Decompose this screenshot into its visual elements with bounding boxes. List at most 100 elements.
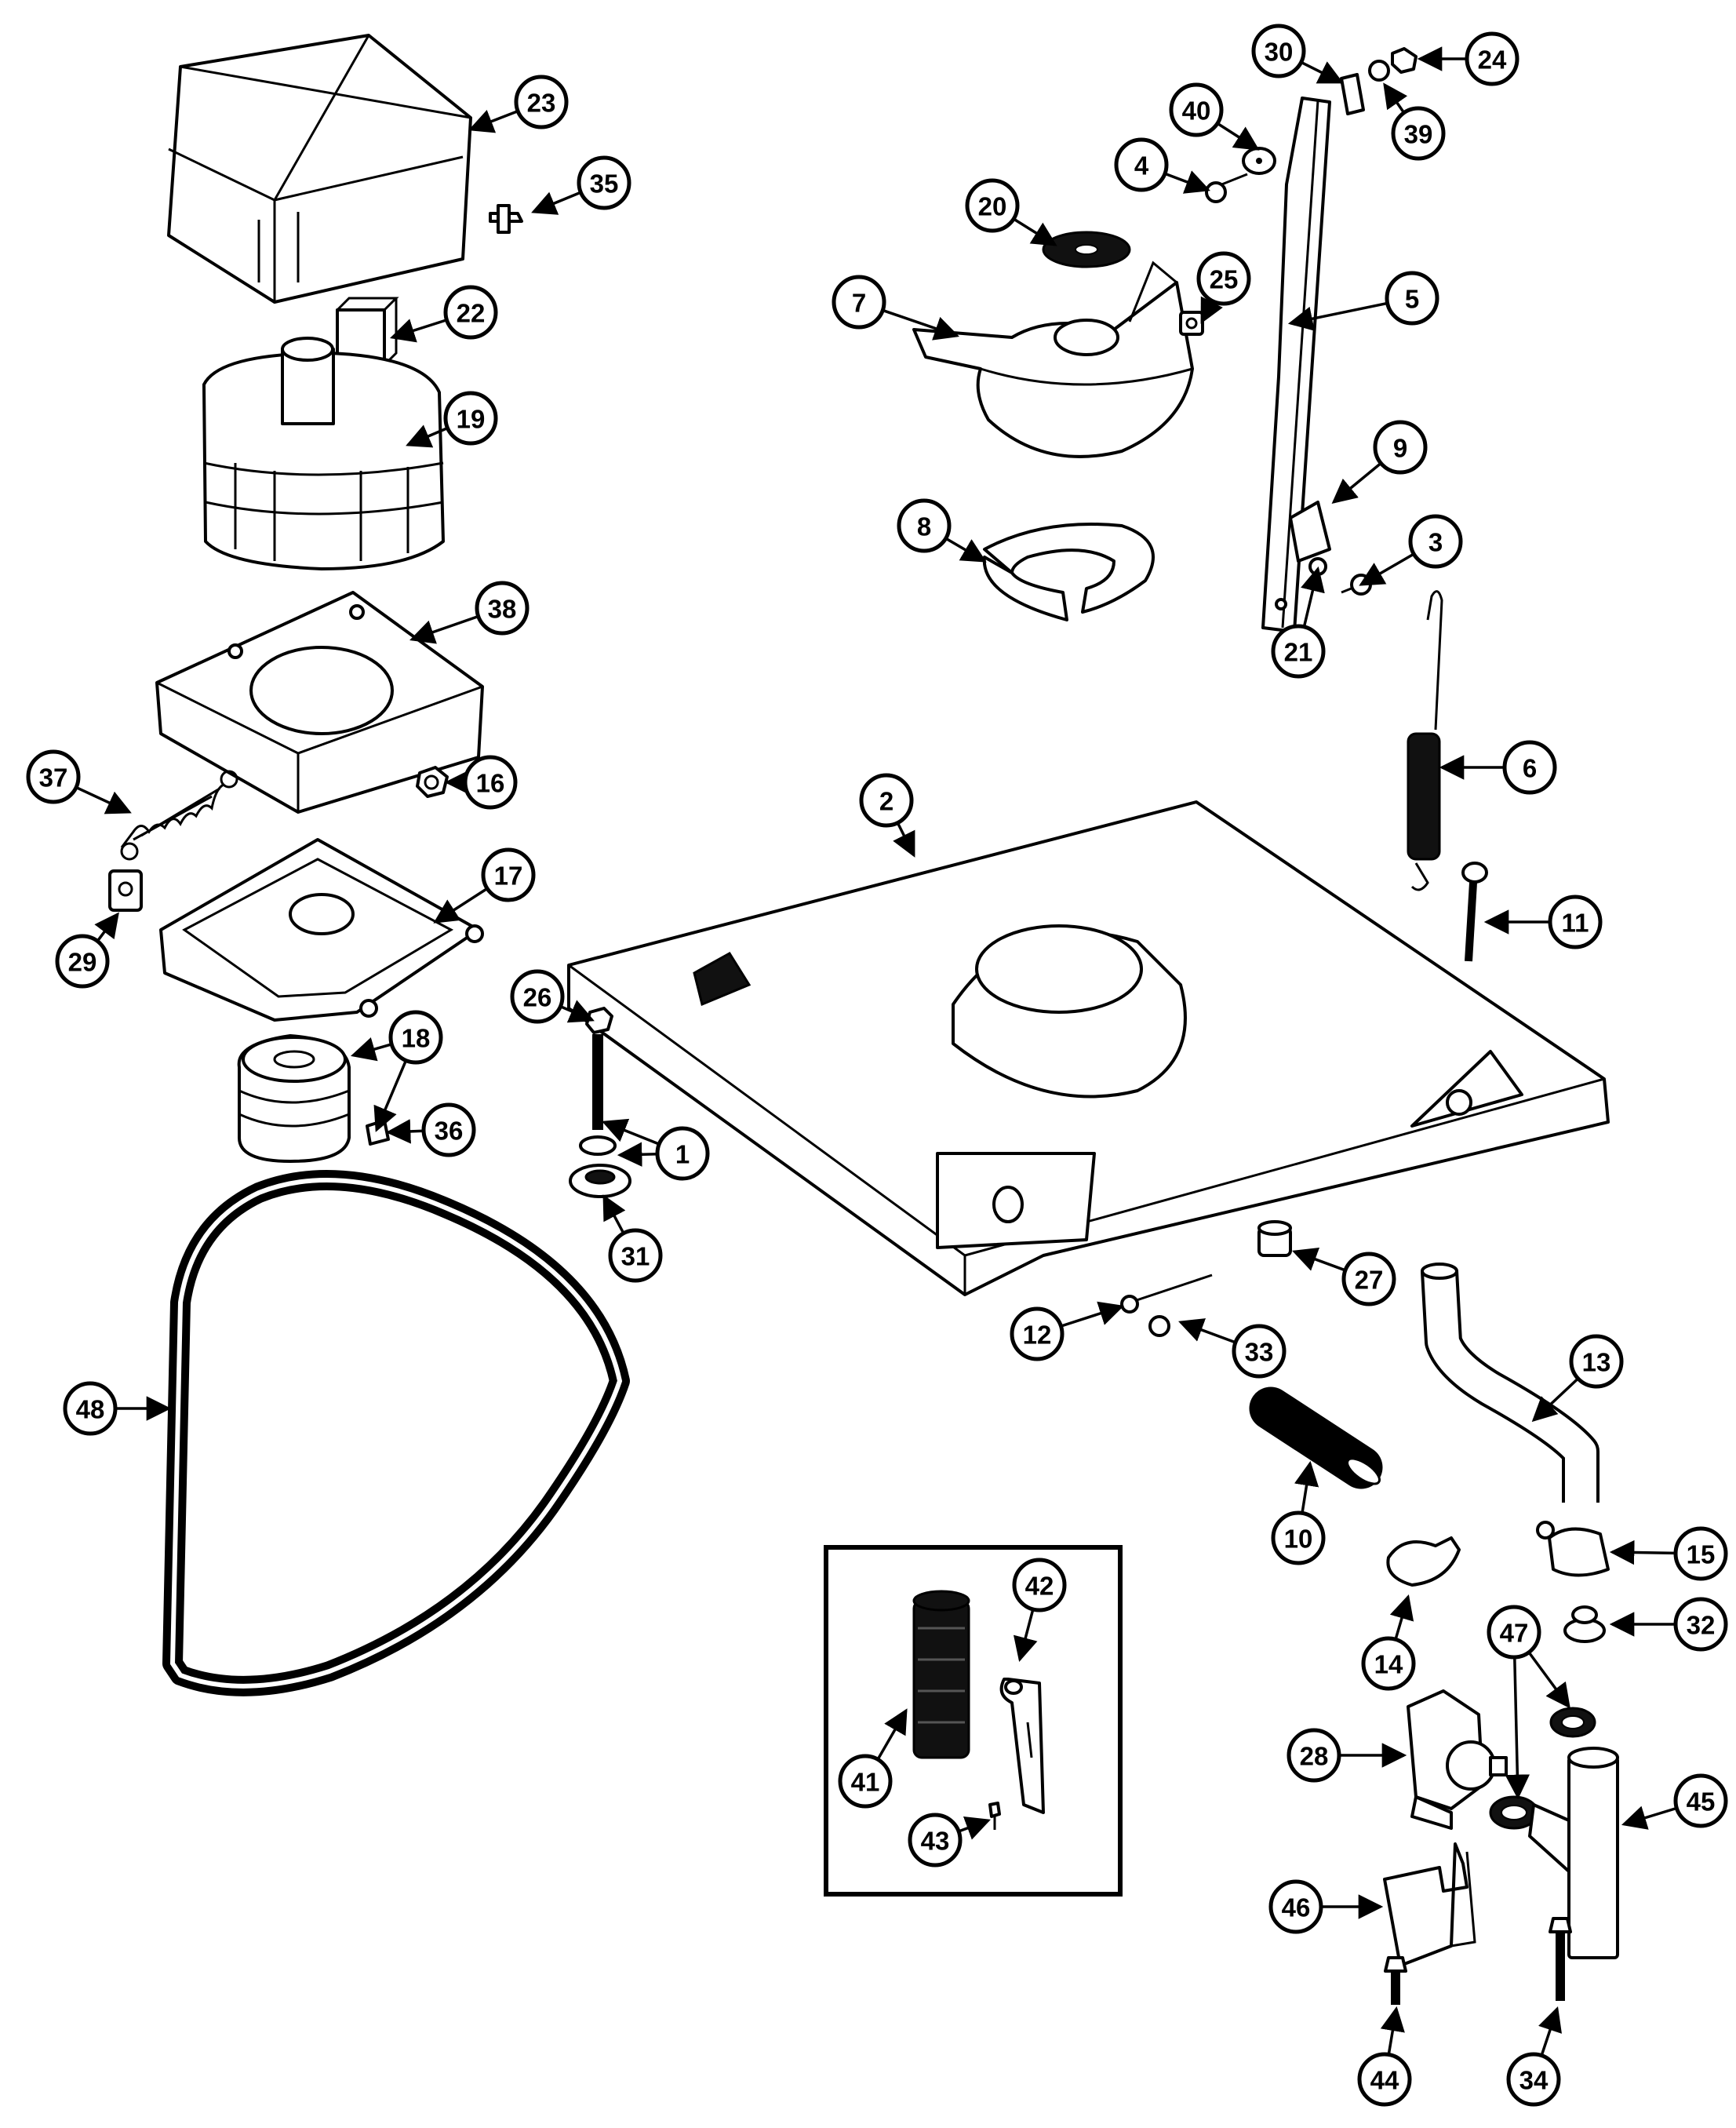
screw-43-part	[988, 1802, 1001, 1830]
callout-leader	[468, 109, 519, 133]
callout-leader	[1178, 1318, 1236, 1344]
callout-number: 18	[402, 1024, 431, 1053]
nut-24-part	[1391, 47, 1418, 74]
callout-number: 15	[1687, 1540, 1716, 1569]
callout-leader	[559, 1000, 595, 1023]
callout-1: 1	[602, 1118, 710, 1181]
hose-clamp-47-part	[1489, 1707, 1596, 1830]
tee-pipe-part	[1528, 1747, 1619, 1959]
ground-wire-part	[1120, 1274, 1213, 1314]
callout-number: 9	[1393, 434, 1407, 463]
callout-number: 28	[1300, 1742, 1329, 1771]
callout-bubble	[897, 498, 952, 553]
callout-leader	[409, 614, 479, 644]
callout-number: 30	[1265, 38, 1294, 67]
callout-18: 18	[350, 1010, 443, 1132]
callout-3: 3	[1359, 514, 1463, 586]
bolt-26-part	[585, 1007, 613, 1130]
callout-bubble	[1465, 31, 1519, 86]
screw-35-part	[489, 204, 523, 234]
callout-leader	[958, 1816, 991, 1840]
callout-leader	[1294, 1460, 1319, 1514]
callout-leader	[602, 1118, 660, 1146]
callout-43: 43	[908, 1813, 991, 1867]
callout-number: 7	[852, 289, 866, 318]
callout-number: 10	[1284, 1525, 1313, 1554]
callout-number: 46	[1282, 1893, 1311, 1922]
callout-17: 17	[433, 847, 536, 924]
callout-number: 2	[879, 787, 893, 816]
callout-bubble	[1673, 1773, 1728, 1828]
callout-number: 42	[1025, 1572, 1054, 1601]
callout-leader	[75, 785, 132, 814]
spring-37-part	[120, 770, 238, 861]
callout-22: 22	[389, 285, 498, 343]
callout-leader	[876, 1708, 908, 1761]
water-valve-part	[1407, 1689, 1508, 1830]
callout-38: 38	[409, 581, 530, 644]
callout-21: 21	[1271, 566, 1326, 679]
callout-leader	[531, 191, 582, 215]
callout-12: 12	[1010, 1301, 1124, 1361]
callout-bubble	[63, 1381, 118, 1436]
callout-9: 9	[1331, 420, 1428, 505]
cap-32-part	[1563, 1605, 1606, 1643]
callout-bubble	[443, 391, 498, 446]
callout-30: 30	[1251, 24, 1344, 84]
callout-number: 25	[1210, 265, 1239, 294]
callout-26: 26	[510, 969, 595, 1024]
callout-leader	[1531, 1377, 1579, 1423]
callout-number: 17	[494, 862, 523, 891]
callout-number: 8	[917, 512, 931, 541]
inset-box	[824, 1545, 1123, 1897]
callout-number: 14	[1374, 1650, 1403, 1679]
callout-bubble	[514, 75, 569, 129]
callout-bubble	[1548, 895, 1603, 949]
callout-48: 48	[63, 1381, 172, 1436]
base-plate-part	[567, 800, 1610, 1296]
nut-25-part	[1179, 311, 1204, 336]
callout-number: 48	[76, 1395, 105, 1424]
callout-number: 40	[1182, 97, 1211, 126]
callout-leader	[373, 1059, 408, 1132]
callout-bubble	[443, 285, 498, 340]
callout-number: 1	[675, 1140, 690, 1169]
callout-bubble	[655, 1126, 710, 1181]
callout-number: 36	[435, 1117, 464, 1146]
callout-bubble	[965, 178, 1020, 233]
screw-3-part	[1341, 574, 1372, 596]
callout-number: 45	[1687, 1787, 1716, 1816]
callout-number: 21	[1284, 638, 1313, 667]
callout-4: 4	[1114, 137, 1210, 194]
motor-part	[202, 337, 445, 570]
callout-number: 23	[527, 89, 556, 118]
clip-29-part	[108, 869, 143, 912]
washer-39-part	[1368, 60, 1390, 82]
callout-5: 5	[1287, 271, 1439, 331]
callout-44: 44	[1357, 2006, 1412, 2107]
callout-bubble	[1287, 1728, 1341, 1783]
callout-47: 47	[1487, 1605, 1570, 1800]
callout-leader	[1013, 1609, 1038, 1663]
callout-bubble	[1196, 251, 1251, 306]
callout-bubble	[475, 581, 530, 636]
callout-leader	[1538, 2006, 1562, 2057]
callout-bubble	[1569, 1334, 1624, 1389]
screw-33-part	[1148, 1315, 1170, 1337]
callout-bubble	[1373, 420, 1428, 475]
eye-bolt-part	[1461, 862, 1488, 962]
callout-bubble	[608, 1228, 663, 1283]
callout-number: 12	[1023, 1321, 1052, 1350]
callout-number: 34	[1519, 2066, 1549, 2095]
callout-leader	[433, 887, 489, 924]
split-ring-part	[982, 523, 1155, 621]
callout-layer: 1234567891011121314151617181920212223242…	[26, 24, 1728, 2107]
callout-number: 19	[457, 405, 486, 434]
callout-number: 43	[921, 1827, 950, 1856]
callout-bubble	[1506, 2052, 1561, 2107]
callout-bubble	[1271, 1510, 1326, 1565]
callout-leader	[602, 1194, 626, 1234]
callout-leader	[94, 912, 119, 942]
callout-bubble	[1361, 1636, 1416, 1691]
bracket-42-part	[999, 1678, 1045, 1814]
